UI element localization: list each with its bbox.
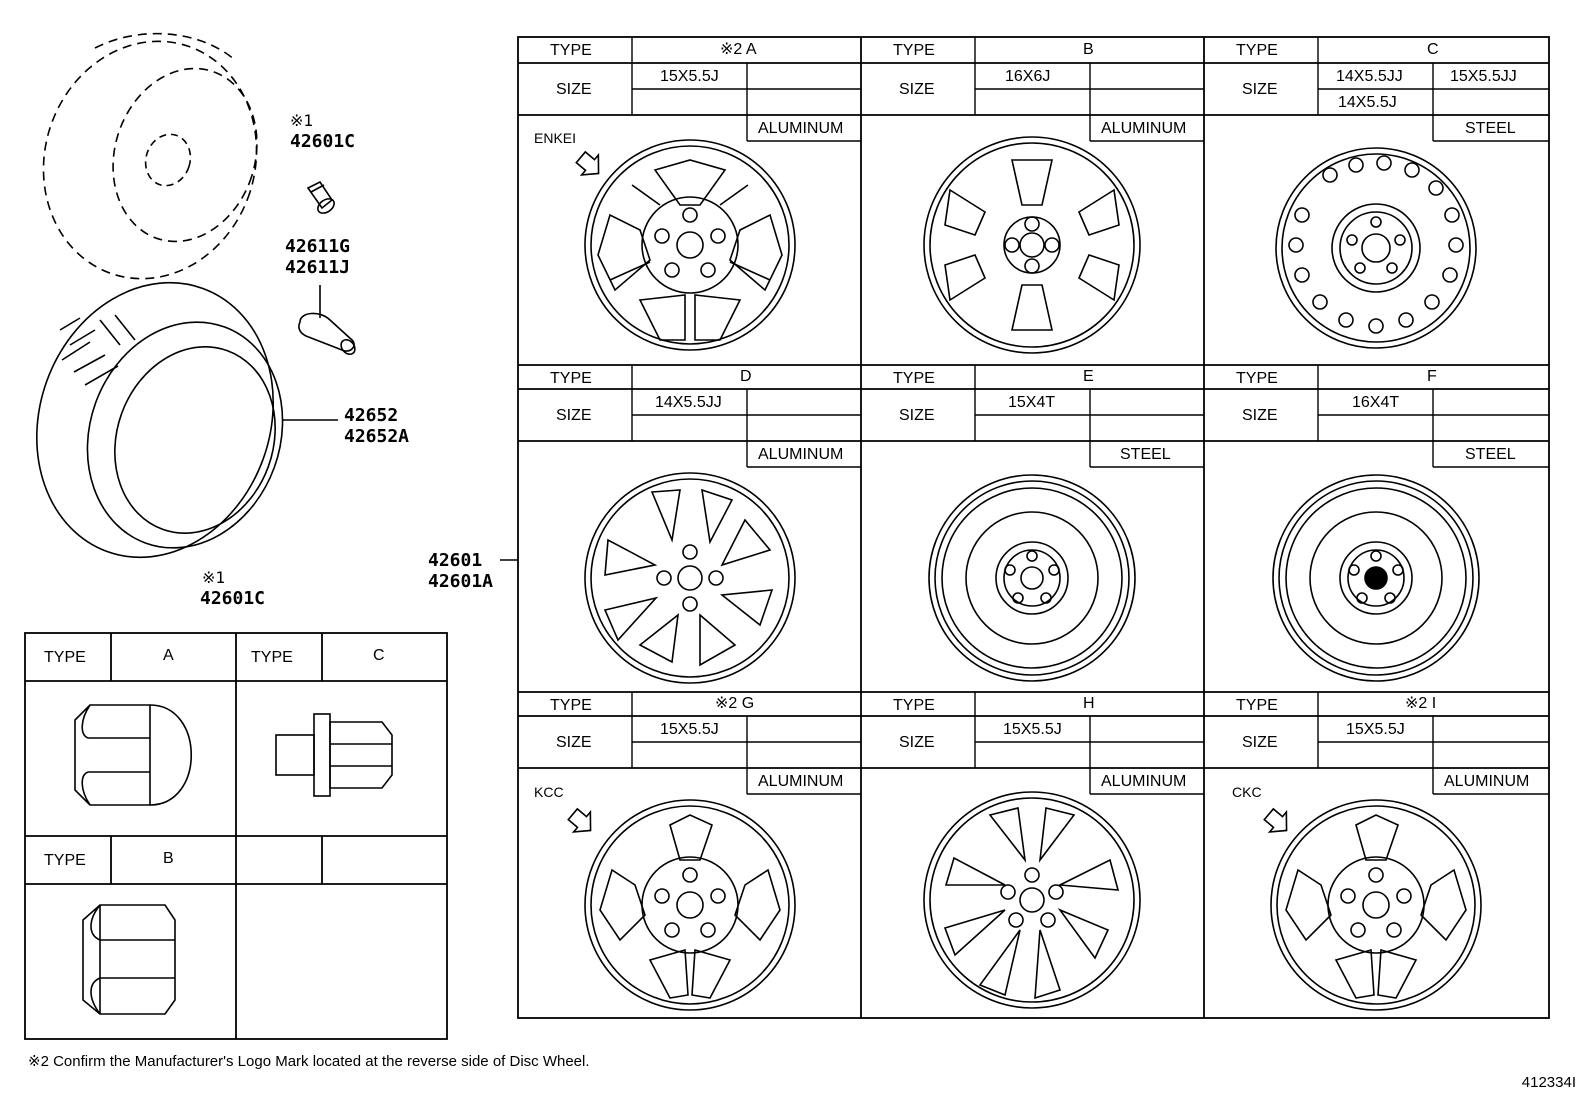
wheel-d-drawing bbox=[584, 472, 796, 684]
type-label: TYPE bbox=[1236, 697, 1278, 714]
valve-core-icon bbox=[306, 180, 335, 214]
type-label: TYPE bbox=[44, 852, 86, 869]
type-label: TYPE bbox=[550, 370, 592, 387]
nut-a-drawing bbox=[74, 704, 192, 806]
wheel-f-drawing bbox=[1272, 474, 1480, 682]
nut-c-drawing bbox=[275, 713, 393, 797]
wheel-h-size: 15X5.5J bbox=[1003, 721, 1062, 738]
wheel-outline-illustration bbox=[42, 32, 258, 280]
wheel-h-material: ALUMINUM bbox=[1101, 773, 1187, 790]
nut-type-b: B bbox=[163, 850, 174, 867]
wheel-type-i: ※2 I bbox=[1405, 695, 1437, 712]
type-label: TYPE bbox=[1236, 370, 1278, 387]
wheel-c-size-2: 15X5.5JJ bbox=[1450, 68, 1517, 85]
type-label: TYPE bbox=[550, 42, 592, 59]
part-number-tire-b: 42652A bbox=[344, 426, 410, 447]
wheel-g-drawing bbox=[584, 799, 796, 1011]
nut-type-a: A bbox=[163, 647, 174, 664]
wheel-i-size: 15X5.5J bbox=[1346, 721, 1405, 738]
wheel-a-size: 15X5.5J bbox=[660, 68, 719, 85]
size-label: SIZE bbox=[899, 407, 935, 424]
wheel-c-size-1: 14X5.5JJ bbox=[1336, 68, 1403, 85]
size-label: SIZE bbox=[899, 81, 935, 98]
wheel-type-f: F bbox=[1427, 368, 1437, 385]
type-label: TYPE bbox=[893, 42, 935, 59]
wheel-a-drawing bbox=[584, 139, 796, 351]
wheel-f-size: 16X4T bbox=[1352, 394, 1400, 411]
wheel-type-d: D bbox=[740, 368, 752, 385]
type-label: TYPE bbox=[1236, 42, 1278, 59]
wheel-g-material: ALUMINUM bbox=[758, 773, 844, 790]
ckc-arrow-icon bbox=[1263, 807, 1288, 833]
size-label: SIZE bbox=[556, 407, 592, 424]
wheel-i-drawing bbox=[1270, 799, 1482, 1011]
part-number-valve-b: 42611J bbox=[285, 257, 351, 278]
wheel-b-material: ALUMINUM bbox=[1101, 120, 1187, 137]
wheel-type-c: C bbox=[1427, 41, 1439, 58]
tire-illustration bbox=[36, 281, 284, 559]
nut-b-drawing bbox=[82, 904, 176, 1015]
enkei-arrow-icon bbox=[575, 150, 600, 176]
part-number-valve-core: 42601C bbox=[290, 131, 356, 152]
wheel-d-material: ALUMINUM bbox=[758, 446, 844, 463]
wheel-a-maker: ENKEI bbox=[534, 130, 577, 146]
wheel-hub-illustration bbox=[144, 133, 192, 187]
part-number-wheel-b: 42601A bbox=[428, 571, 494, 592]
size-label: SIZE bbox=[556, 734, 592, 751]
wheel-h-drawing bbox=[923, 791, 1141, 1009]
part-number-tire-a: 42652 bbox=[344, 405, 399, 426]
wheel-g-size: 15X5.5J bbox=[660, 721, 719, 738]
wheel-type-e: E bbox=[1083, 368, 1094, 385]
type-label: TYPE bbox=[550, 697, 592, 714]
kcc-arrow-icon bbox=[567, 807, 592, 833]
part-number-valve-a: 42611G bbox=[285, 236, 351, 257]
wheel-c-material: STEEL bbox=[1465, 120, 1516, 137]
valve-core-note: ※1 bbox=[290, 111, 314, 130]
type-label: TYPE bbox=[44, 649, 86, 666]
wheel-d-size: 14X5.5JJ bbox=[655, 394, 722, 411]
diagram-number: 412334I bbox=[1521, 1074, 1576, 1091]
type-label: TYPE bbox=[251, 649, 293, 666]
wheel-e-drawing bbox=[928, 474, 1136, 682]
size-label: SIZE bbox=[899, 734, 935, 751]
wheel-type-g: ※2 G bbox=[715, 695, 755, 712]
size-label: SIZE bbox=[1242, 407, 1278, 424]
size-label: SIZE bbox=[1242, 81, 1278, 98]
size-label: SIZE bbox=[1242, 734, 1278, 751]
part-number-nut: 42601C bbox=[200, 588, 266, 609]
nut-note: ※1 bbox=[202, 568, 226, 587]
wheel-g-maker: KCC bbox=[534, 784, 564, 800]
wheel-e-size: 15X4T bbox=[1008, 394, 1056, 411]
footnote: ※2 Confirm the Manufacturer's Logo Mark … bbox=[28, 1053, 590, 1070]
wheel-i-maker: CKC bbox=[1232, 784, 1262, 800]
nut-table-grid bbox=[24, 632, 448, 1040]
wheel-f-material: STEEL bbox=[1465, 446, 1516, 463]
wheel-type-b: B bbox=[1083, 41, 1094, 58]
wheel-c-drawing bbox=[1275, 147, 1477, 349]
wheel-table-grid bbox=[517, 36, 1550, 1019]
wheel-b-drawing bbox=[923, 136, 1141, 354]
wheel-type-h: H bbox=[1083, 695, 1095, 712]
part-number-wheel-a: 42601 bbox=[428, 550, 483, 571]
wheel-e-material: STEEL bbox=[1120, 446, 1171, 463]
wheel-i-material: ALUMINUM bbox=[1444, 773, 1530, 790]
wheel-type-a: ※2 A bbox=[720, 41, 757, 58]
type-label: TYPE bbox=[893, 370, 935, 387]
nut-type-c: C bbox=[373, 647, 385, 664]
size-label: SIZE bbox=[556, 81, 592, 98]
wheel-c-size-3: 14X5.5J bbox=[1338, 94, 1397, 111]
wheel-table-subgrid bbox=[631, 37, 1549, 795]
type-label: TYPE bbox=[893, 697, 935, 714]
wheel-a-material: ALUMINUM bbox=[758, 120, 844, 137]
valve-stem-icon bbox=[298, 285, 356, 356]
wheel-b-size: 16X6J bbox=[1005, 68, 1051, 85]
